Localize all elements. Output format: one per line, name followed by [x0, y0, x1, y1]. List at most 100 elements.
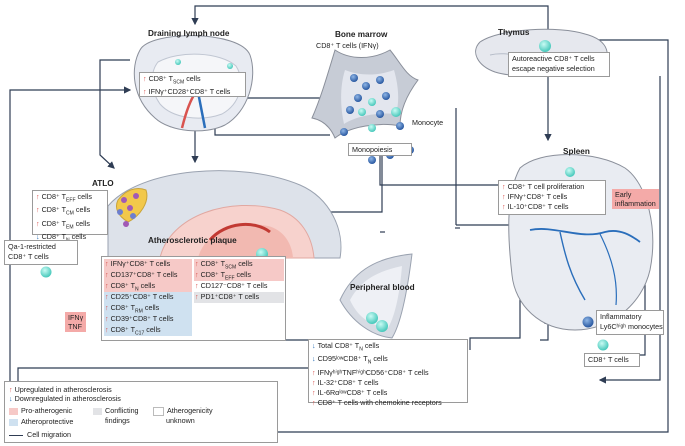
cell-line-text: IFNγʰⁱᵍʰTNFʰⁱᵍʰCD56⁺CD8⁺ T cells	[317, 367, 429, 377]
up-arrow-icon: ↑	[143, 87, 149, 97]
cell-line-text: CD8⁺ T cells with chemokine receptors	[317, 397, 442, 407]
legend-migration-text: Cell migration	[27, 430, 71, 439]
plaque-right-column: ↑ CD8⁺ TSCM cells↑ CD8⁺ TEFF cells↑ CD12…	[194, 259, 284, 303]
cell-line-subscript: SCM	[173, 79, 185, 86]
cell-line: ↑ CD8⁺ TEFF cells	[36, 192, 104, 205]
cell-line: ↑ IFNγ⁺CD8⁺ T cells	[502, 192, 602, 202]
cell-line-text: CD8⁺ T	[110, 303, 136, 312]
legend-up-text: Upregulated in atherosclerosis	[14, 385, 112, 394]
bone-marrow-organ	[311, 49, 419, 164]
thymus-box: Autoreactive CD8⁺ T cells escape negativ…	[508, 52, 610, 77]
cell-line-text: CD8⁺ T	[41, 205, 67, 215]
qa1-line-2: CD8⁺ T cells	[8, 252, 49, 261]
cell-line-text: PD1⁺CD8⁺ T cells	[200, 292, 260, 301]
early-inflammation-line-1: Early	[615, 190, 632, 199]
thymus-heading: Thymus	[498, 28, 530, 37]
monopoiesis-text: Monopoiesis	[352, 145, 393, 154]
cell-line: ↑ CD8⁺ TSCM cells	[194, 259, 284, 270]
cell-line-text: IFNγ⁺CD8⁺ T cells	[507, 192, 568, 201]
cell-line-suffix: cells	[236, 259, 253, 268]
artery-organ	[107, 170, 342, 260]
cell-line-subscript: C17	[135, 330, 145, 337]
cell-line: ↓ Total CD8⁺ TN cells	[312, 341, 464, 354]
qa1-line-1: Qa-1-restricted	[8, 242, 56, 251]
up-arrow-icon: ↑	[502, 202, 508, 211]
up-arrow-icon: ↑	[105, 292, 111, 301]
legend-up-arrow: ↑	[9, 385, 13, 394]
monocyte-line-1: Inflammatory	[600, 312, 642, 321]
up-arrow-icon: ↑	[502, 192, 508, 201]
cell-line-subscript: N	[367, 359, 372, 366]
cell-line-text: CD95ˡᵒʷCD8⁺ T	[317, 354, 368, 364]
qa1-box: Qa-1-restricted CD8⁺ T cells	[4, 240, 78, 265]
cell-line-suffix: cells	[362, 341, 380, 350]
atlo-heading: ATLO	[92, 179, 114, 188]
cell-line: ↑ CD137⁺CD8⁺ T cells	[104, 270, 192, 281]
cell-line: ↑ IFNγʰⁱᵍʰTNFʰⁱᵍʰCD56⁺CD8⁺ T cells	[312, 368, 464, 378]
spleen-box: ↑ CD8⁺ T cell proliferation↑ IFNγ⁺CD8⁺ T…	[498, 180, 606, 215]
cd8-box: CD8⁺ T cells	[584, 353, 640, 367]
blood-heading: Peripheral blood	[350, 283, 415, 292]
cd8-box-text: CD8⁺ T cells	[588, 355, 629, 364]
cell-line: ↑ IL-10⁺CD8⁺ T cells	[502, 202, 602, 212]
cell-line: ↑ IL-6RαˡᵒʷCD8⁺ T cells	[312, 388, 464, 398]
legend: ↑ Upregulated in atherosclerosis ↓ Downr…	[4, 381, 278, 443]
cell-line: ↑ PD1⁺CD8⁺ T cells	[194, 292, 284, 303]
legend-down-text: Downregulated in atherosclerosis	[14, 394, 121, 403]
cell-line-text: IL-6RαˡᵒʷCD8⁺ T cells	[317, 387, 388, 397]
cell-line-subscript: SCM	[225, 264, 237, 271]
up-arrow-icon: ↑	[143, 74, 149, 83]
cytokine-label: IFNγ TNF	[65, 312, 87, 332]
blood-box: ↓ Total CD8⁺ TN cells↓ CD95ˡᵒʷCD8⁺ TN ce…	[308, 339, 468, 407]
legend-pro-swatch	[9, 407, 18, 415]
cell-line-text: CD8⁺ T	[148, 74, 174, 83]
monocyte-label: Monocyte	[412, 118, 444, 127]
up-arrow-icon: ↑	[36, 192, 42, 201]
up-arrow-icon: ↑	[502, 182, 508, 191]
monopoiesis-box: Monopoiesis	[348, 143, 412, 156]
migration-arrow-icon	[9, 434, 23, 436]
cell-line-suffix: cells	[234, 270, 251, 279]
up-arrow-icon: ↑	[312, 377, 318, 387]
up-arrow-icon: ↑	[36, 205, 42, 215]
plaque-box: ↑ IFNγ⁺CD8⁺ T cells↑ CD137⁺CD8⁺ T cells↑…	[101, 256, 286, 341]
cell-line-text: CD137⁺CD8⁺ T cells	[110, 270, 178, 279]
up-arrow-icon: ↑	[195, 270, 201, 279]
up-arrow-icon: ↑	[195, 281, 201, 290]
legend-migration: Cell migration	[9, 430, 71, 439]
cell-line-subscript: EM	[66, 224, 74, 231]
cell-line-subscript: N	[359, 346, 363, 353]
cell-line: ↑ IFNγ⁺CD28⁺CD8⁺ T cells	[143, 87, 242, 97]
cell-line-text: CD127⁻CD8⁺ T cells	[200, 281, 268, 290]
cell-line-text: CD25⁺CD8⁺ T cells	[110, 292, 174, 301]
cell-line-suffix: cells	[73, 218, 90, 228]
cell-line-subscript: CM	[66, 210, 74, 217]
cell-line-text: CD8⁺ T	[110, 281, 136, 290]
legend-conf-2: findings	[105, 416, 130, 425]
cell-line-suffix: cells	[142, 303, 160, 312]
cell-line: ↓ CD95ˡᵒʷCD8⁺ TN cells	[312, 354, 464, 367]
cell-line: ↑ CD8⁺ TN cells	[104, 281, 192, 292]
monocyte-box: Inflammatory Ly6Cʰⁱᵍʰ monocytes	[596, 310, 664, 335]
cytokine-tnf: TNF	[68, 322, 82, 331]
cell-line: ↑ CD39⁺CD8⁺ T cells	[104, 314, 192, 325]
up-arrow-icon: ↑	[312, 367, 318, 377]
blood-vessel	[339, 253, 413, 339]
down-arrow-icon: ↓	[312, 341, 318, 350]
legend-prot-swatch	[9, 418, 18, 426]
cell-line: ↑ IL-32⁺CD8⁺ T cells	[312, 378, 464, 388]
legend-down-arrow: ↓	[9, 394, 13, 403]
cell-line-text: CD8⁺ T	[110, 325, 136, 334]
cell-line-text: IFNγ⁺CD8⁺ T cells	[110, 259, 171, 268]
up-arrow-icon: ↑	[105, 314, 111, 323]
cell-line-text: CD8⁺ T	[41, 192, 67, 201]
cell-line: ↑ CD25⁺CD8⁺ T cells	[104, 292, 192, 303]
down-arrow-icon: ↓	[312, 354, 318, 364]
legend-down: ↓ Downregulated in atherosclerosis	[9, 394, 121, 403]
legend-prot: Atheroprotective	[9, 417, 73, 426]
cell-line-text: IFNγ⁺CD28⁺CD8⁺ T cells	[148, 87, 231, 97]
cell-line: ↑ CD8⁺ T cell proliferation	[502, 182, 602, 192]
up-arrow-icon: ↑	[105, 325, 111, 334]
cell-line-suffix: cells	[138, 281, 156, 290]
